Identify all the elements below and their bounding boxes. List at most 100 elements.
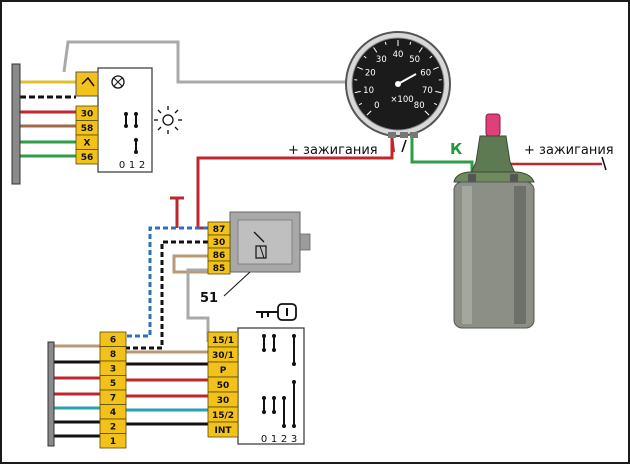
harness-bundle-bottom [47,341,55,447]
light-switch-pin-label: 30 [81,110,94,120]
ignition-switch-pin-label: 30/1 [212,351,234,361]
relay-pin-label: 85 [213,264,226,274]
relay-leader [223,271,251,297]
tachometer-scale-label: 60 [420,69,431,79]
label-ignition-left: + зажигания [288,143,378,158]
tachometer-tick [354,90,361,94]
relay-pin-label: 30 [213,238,226,248]
tachometer-tick [358,102,363,106]
wire-gray-relay-switch [186,268,210,342]
relay: 87 30 86 85 [207,211,311,297]
tachometer-tick [432,66,439,70]
wire-break-left [401,139,407,153]
connector-pin-7 [99,433,127,449]
connector-pin-label: 1 [110,437,116,447]
tachometer-tick [363,55,367,59]
tachometer-ticks [354,40,442,116]
relay-pin-label: 86 [213,251,226,261]
ignition-switch-pin-label: P [220,366,227,376]
label-ignition-right: + зажигания [524,143,614,158]
ignition-switch-pin-label: 30 [217,396,230,406]
tachometer-multiplier: ×100 [390,95,413,105]
tachometer-tick [409,41,412,45]
ignition-contacts [262,334,296,428]
tacho-terminal-1 [388,132,396,138]
ignition-switch-position-label: 1 [271,434,277,445]
wire-gray-tacho-lamp [62,40,350,84]
wire-break-right [601,156,607,171]
tachometer-scale-label: 70 [422,86,433,96]
relay-pin-3 [207,260,231,275]
ignition-switch-pin-label: 15/1 [212,336,234,346]
coil-terminal-top [485,113,501,137]
tachometer-tick [418,47,423,53]
coil-shoulder [453,171,535,183]
harness-bundle-top [11,63,21,185]
wire-black-relay [100,240,208,350]
connector-pin-label: 5 [110,379,116,389]
coil-terminal-plus [510,174,518,182]
tachometer-scale-label: 80 [414,101,425,111]
connector-pin-label: 2 [110,423,116,433]
tachometer-scale-label: 20 [365,69,376,79]
light-switch-position-label: 1 [129,160,135,171]
tachometer-scale-label: 40 [393,50,404,60]
tachometer-tick [433,102,438,106]
relay-pins: 87 30 86 85 [207,221,231,275]
tachometer-tick [435,90,442,94]
tachometer-tick [384,41,387,45]
light-switch-pin-3 [75,149,99,165]
ignition-switch-position-label: 0 [261,434,267,445]
tachometer-tick [357,66,364,70]
label-relay-number: 51 [200,291,218,306]
tachometer-tick [429,55,433,59]
light-switch-position-label: 0 [119,160,125,171]
light-switch-pin-label: 56 [81,153,94,163]
relay-pin-label: 87 [213,225,226,235]
light-switch-pins: 30 58X 56 [75,105,99,165]
ignition-switch-pin-6 [207,421,239,438]
tachometer-tick [424,110,430,116]
tachometer-scale-label: 0 [374,101,379,111]
tachometer-scale-label: 10 [363,86,374,96]
tacho-terminal-3 [410,132,418,138]
connector-pin-label: 8 [110,350,116,360]
wire-tan-relay [172,254,208,274]
wire-blue-relay-connector [100,226,208,338]
connector-pin-label: 3 [110,365,116,375]
ignition-switch-pin-label: 15/2 [212,411,234,421]
tachometer-tick [366,110,372,116]
ignition-switch-pin-label: INT [214,426,232,436]
ignition-switch-position-label: 3 [291,434,297,445]
connector-pin-label: 7 [110,394,116,404]
tachometer-scale-label: 30 [376,55,387,65]
label-terminal-k: К [450,140,463,158]
ignition-coil [453,113,535,329]
light-switch-pin-lamp [75,71,99,97]
coil-terminal-k [468,174,476,182]
tachometer-needle [397,73,417,85]
wire-red-ignition-relay [196,134,394,230]
connector-pin-label: 4 [110,408,116,418]
light-switch-position-label: 2 [139,160,145,171]
tachometer-scale-label: 50 [409,55,420,65]
tachometer-tick [373,47,378,53]
wires [20,40,607,438]
key-icon [256,303,297,321]
light-switch-pin-label: X [84,139,91,149]
ignition-switch-pin-label: 50 [217,381,230,391]
lamp-icon [111,75,125,89]
light-switch-pin-label: 58 [81,124,94,134]
lamp-pin-mark [81,76,95,87]
tacho-terminal-2 [400,132,408,138]
